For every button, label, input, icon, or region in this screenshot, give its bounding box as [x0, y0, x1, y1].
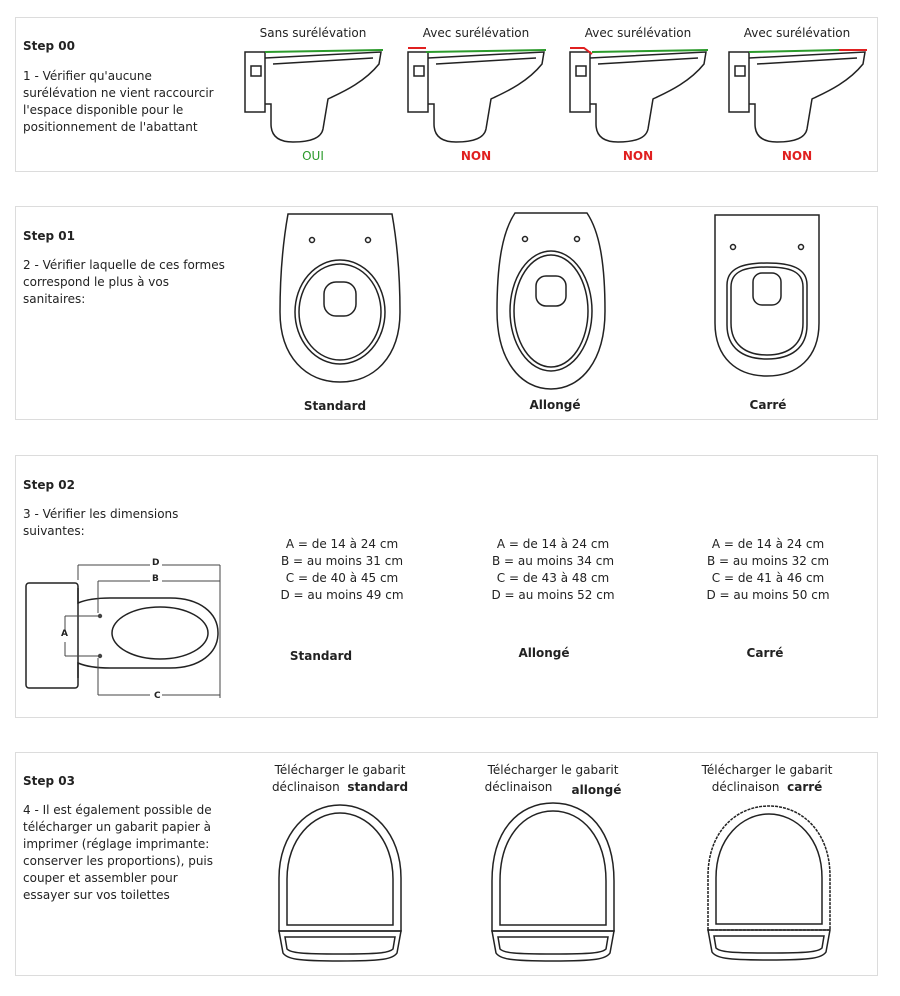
template-allonge[interactable]	[488, 801, 618, 963]
download-allonge-link[interactable]: Télécharger le gabarit déclinaison allon…	[468, 762, 638, 797]
dims-name-standard: Standard	[289, 649, 353, 663]
download-allonge-line2: déclinaison allongé	[468, 779, 638, 797]
dims-name-carre: Carré	[746, 646, 784, 660]
dims-carre-c: C = de 41 à 46 cm	[711, 571, 825, 585]
download-standard-link[interactable]: Télécharger le gabarit déclinaison stand…	[255, 762, 425, 796]
dims-allonge: A = de 14 à 24 cm B = au moins 34 cm C =…	[463, 536, 643, 604]
step-00-title: Step 00	[23, 39, 75, 53]
step-00-text: 1 - Vérifier qu'aucune surélévation ne v…	[23, 69, 214, 134]
download-allonge-declinaison: déclinaison	[484, 780, 553, 794]
toilet-side-view-4	[728, 49, 867, 143]
download-carre-line2: déclinaison carré	[682, 779, 852, 796]
dims-carre-a: A = de 14 à 24 cm	[711, 537, 825, 551]
dims-allonge-d: D = au moins 52 cm	[491, 588, 615, 602]
download-standard-line2: déclinaison standard	[255, 779, 425, 796]
step-03-panel: Step 03 4 - Il est également possible de…	[15, 752, 878, 976]
step-03-text: 4 - Il est également possible de télécha…	[23, 803, 214, 902]
toilet-shape-standard	[279, 213, 401, 383]
dim-label-b: B	[152, 574, 159, 584]
option-label-3: Avec surélévation	[584, 26, 692, 40]
dim-label-a: A	[61, 629, 68, 639]
option-label-4: Avec surélévation	[743, 26, 851, 40]
dims-standard-a: A = de 14 à 24 cm	[285, 537, 399, 551]
download-allonge-line1: Télécharger le gabarit	[487, 763, 619, 777]
step-01-text: 2 - Vérifier laquelle de ces formes corr…	[23, 258, 225, 306]
option-label-2: Avec surélévation	[422, 26, 530, 40]
template-standard[interactable]	[273, 803, 407, 963]
download-standard-declinaison: déclinaison	[271, 780, 340, 794]
dims-standard: A = de 14 à 24 cm B = au moins 31 cm C =…	[252, 536, 432, 604]
download-standard-variant: standard	[347, 780, 409, 794]
step-01-panel: Step 01 2 - Vérifier laquelle de ces for…	[15, 206, 878, 420]
dims-carre: A = de 14 à 24 cm B = au moins 32 cm C =…	[678, 536, 858, 604]
verdict-2: NON	[460, 149, 492, 163]
toilet-side-view-2	[407, 47, 547, 143]
toilet-shape-allonge	[496, 212, 606, 390]
dims-allonge-a: A = de 14 à 24 cm	[496, 537, 610, 551]
dims-standard-b: B = au moins 31 cm	[280, 554, 404, 568]
dims-allonge-b: B = au moins 34 cm	[491, 554, 615, 568]
dims-carre-d: D = au moins 50 cm	[706, 588, 830, 602]
step-01-title: Step 01	[23, 229, 75, 243]
verdict-4: NON	[781, 149, 813, 163]
step-03-title: Step 03	[23, 774, 75, 788]
dim-label-d: D	[152, 558, 160, 568]
dims-carre-b: B = au moins 32 cm	[706, 554, 830, 568]
download-carre-variant: carré	[787, 780, 823, 794]
step-02-text: 3 - Vérifier les dimensions suivantes:	[23, 507, 179, 538]
download-carre-link[interactable]: Télécharger le gabarit déclinaison carré	[682, 762, 852, 796]
shape-label-standard: Standard	[303, 399, 367, 413]
verdict-3: NON	[622, 149, 654, 163]
download-allonge-variant: allongé	[571, 783, 622, 797]
dims-standard-c: C = de 40 à 45 cm	[285, 571, 399, 585]
shape-label-carre: Carré	[749, 398, 787, 412]
download-carre-line1: Télécharger le gabarit	[701, 763, 833, 777]
download-carre-declinaison: déclinaison	[711, 780, 780, 794]
dims-standard-d: D = au moins 49 cm	[280, 588, 404, 602]
shape-label-allonge: Allongé	[529, 398, 581, 412]
option-label-1: Sans surélévation	[259, 26, 367, 40]
toilet-side-view-1	[244, 49, 384, 143]
dims-allonge-c: C = de 43 à 48 cm	[496, 571, 610, 585]
step-02-title: Step 02	[23, 478, 75, 492]
toilet-shape-carre	[714, 214, 820, 377]
dim-label-c: C	[154, 691, 161, 701]
template-carre[interactable]	[704, 804, 834, 964]
dims-name-allonge: Allongé	[518, 646, 570, 660]
verdict-1: OUI	[302, 149, 324, 163]
download-standard-line1: Télécharger le gabarit	[274, 763, 406, 777]
toilet-side-view-3	[569, 47, 709, 143]
dimension-diagram	[25, 559, 221, 701]
step-00-panel: Step 00 1 - Vérifier qu'aucune surélévat…	[15, 17, 878, 172]
